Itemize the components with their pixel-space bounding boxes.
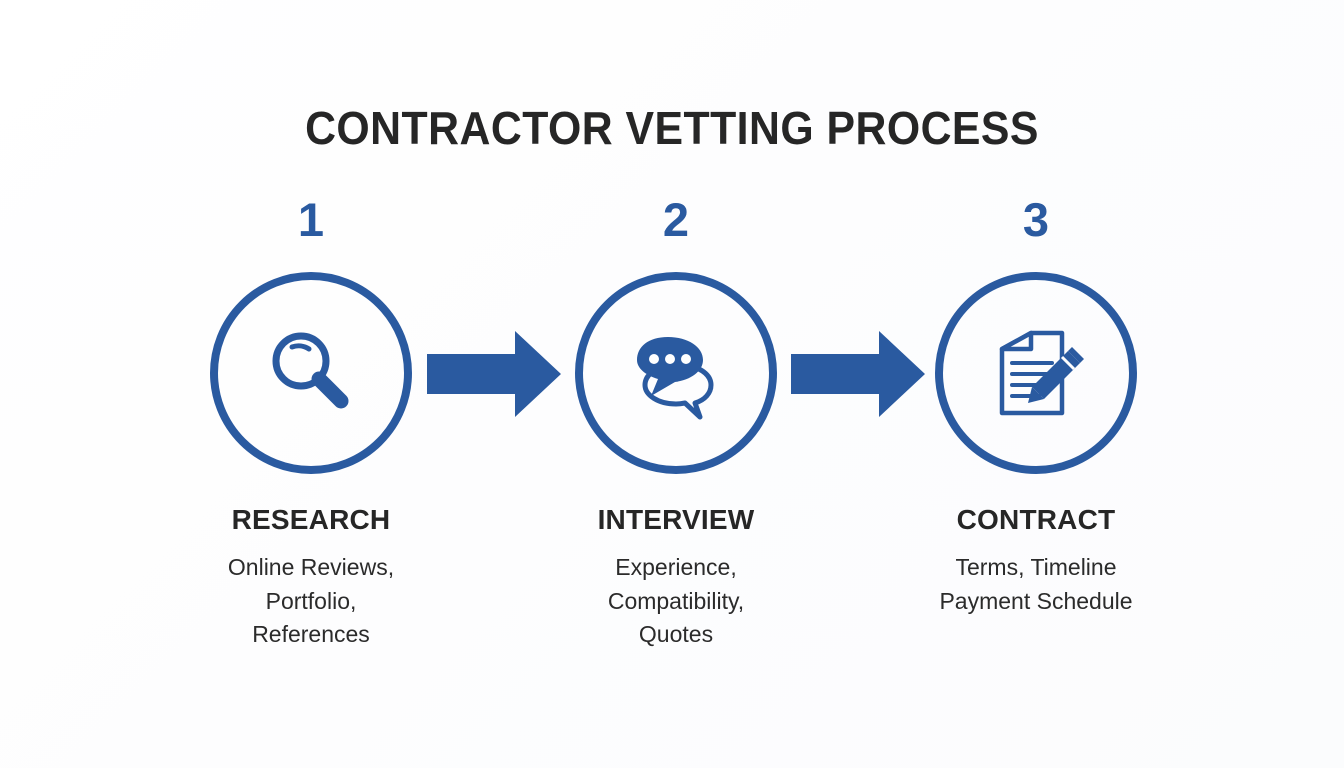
step-description-3: Terms, Timeline Payment Schedule	[881, 551, 1191, 618]
step-circle-2	[575, 272, 777, 474]
step-number-1: 1	[297, 193, 325, 246]
process-step-contract: 3	[881, 196, 1191, 618]
arrow-right-icon-2	[791, 331, 925, 422]
step-description-line: Online Reviews,	[227, 554, 395, 581]
step-heading-3: CONTRACT	[956, 504, 1116, 535]
step-description-line: Experience,	[615, 554, 737, 581]
document-pencil-icon	[984, 321, 1088, 425]
step-circle-1	[210, 272, 412, 474]
step-heading-2: INTERVIEW	[597, 504, 755, 535]
step-number-2: 2	[662, 193, 690, 246]
step-description-line: Compatibility,	[607, 587, 745, 614]
magnifying-glass-icon	[259, 321, 363, 425]
page-title: CONTRACTOR VETTING PROCESS	[305, 102, 1039, 154]
step-heading-1: RESEARCH	[231, 504, 391, 535]
step-description-line: Terms, Timeline	[955, 554, 1117, 581]
step-description-2: Experience, Compatibility, Quotes	[521, 551, 831, 651]
speech-bubbles-icon	[624, 321, 728, 425]
step-description-line: Portfolio,	[265, 587, 357, 614]
step-number-3: 3	[1022, 193, 1050, 246]
process-step-research: 1 RESEARCH Online Reviews, Portfolio, Re…	[156, 196, 466, 651]
step-description-1: Online Reviews, Portfolio, References	[156, 551, 466, 651]
step-circle-3	[935, 272, 1137, 474]
step-description-line: Quotes	[638, 620, 714, 647]
process-step-interview: 2 INTERVIEW Experience, Co	[521, 196, 831, 651]
step-description-line: References	[252, 620, 370, 647]
step-description-line: Payment Schedule	[939, 587, 1133, 614]
arrow-right-icon-1	[427, 331, 561, 422]
